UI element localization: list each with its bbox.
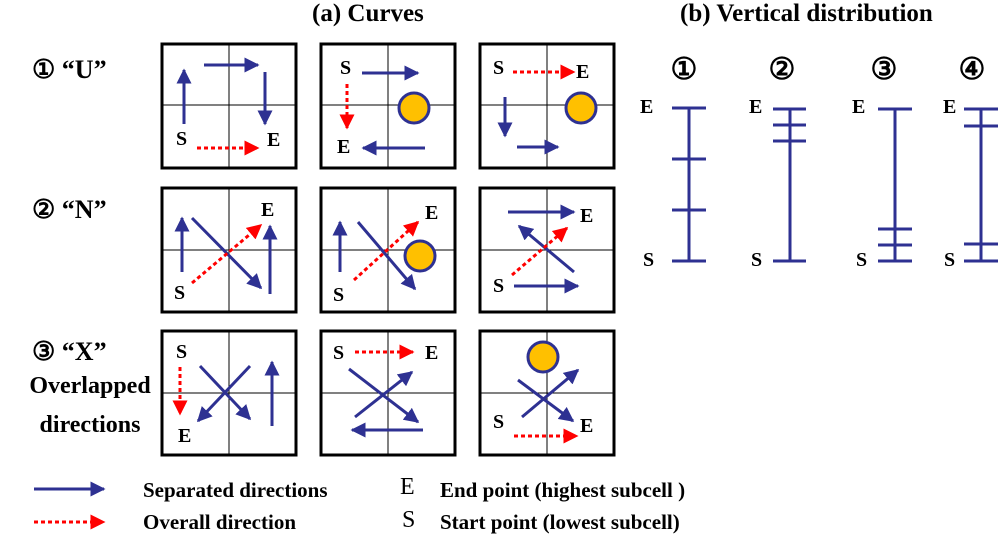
- start-label: S: [944, 249, 955, 271]
- cell-n-2: S E: [319, 186, 457, 314]
- title-curves: (a) Curves: [312, 0, 424, 27]
- legend-overall-label: Overall direction: [143, 510, 296, 534]
- vertical-distribution: ① ② ③ ④ E S E S: [640, 53, 998, 271]
- cell-x-1: S E: [160, 329, 298, 457]
- end-label: E: [261, 199, 274, 221]
- obstacle-icon: [564, 91, 598, 125]
- row-label-u: ① “U”: [32, 55, 107, 84]
- legend-start-letter: S: [402, 507, 416, 533]
- start-label: S: [493, 57, 504, 79]
- end-label: E: [749, 96, 762, 118]
- start-label: S: [176, 341, 187, 363]
- row-label-n: ② “N”: [32, 195, 107, 224]
- row-sublabel-directions: directions: [39, 412, 141, 438]
- start-label: S: [493, 411, 504, 433]
- start-label: S: [333, 342, 344, 364]
- start-label: S: [751, 249, 762, 271]
- start-label: S: [643, 249, 654, 271]
- cell-n-3: S E: [478, 186, 616, 314]
- end-label: E: [267, 129, 280, 151]
- row-label-x: ③ “X”: [32, 337, 107, 366]
- cell-x-3: S E: [478, 329, 616, 457]
- vertical-column-3: E S: [852, 96, 912, 271]
- column-header-4: ④: [959, 53, 986, 86]
- end-label: E: [576, 61, 589, 83]
- end-label: E: [580, 415, 593, 437]
- cell-u-2: S E: [319, 42, 457, 170]
- start-label: S: [340, 57, 351, 79]
- start-label: S: [176, 128, 187, 150]
- title-vertical-distribution: (b) Vertical distribution: [680, 0, 933, 27]
- legend-separated-label: Separated directions: [143, 478, 328, 502]
- start-label: S: [174, 282, 185, 304]
- legend-end-letter: E: [400, 474, 415, 500]
- vertical-column-2: E S: [749, 96, 806, 271]
- legend-start-label: Start point (lowest subcell): [440, 510, 680, 534]
- legend-end-label: End point (highest subcell ): [440, 478, 686, 502]
- row-sublabel-overlapped: Overlapped: [29, 373, 151, 399]
- end-label: E: [943, 96, 956, 118]
- column-header-3: ③: [871, 53, 898, 86]
- start-label: S: [493, 275, 504, 297]
- end-label: E: [580, 205, 593, 227]
- obstacle-icon: [397, 91, 431, 125]
- column-header-2: ②: [769, 53, 796, 86]
- end-label: E: [178, 425, 191, 447]
- cell-n-1: S E: [160, 186, 298, 314]
- start-label: S: [333, 284, 344, 306]
- cell-u-1: S E: [160, 42, 298, 170]
- cell-u-3: S E: [478, 42, 616, 170]
- legend: [34, 481, 106, 530]
- start-label: S: [856, 249, 867, 271]
- end-label: E: [640, 96, 653, 118]
- end-label: E: [425, 342, 438, 364]
- end-label: E: [852, 96, 865, 118]
- obstacle-icon: [526, 340, 560, 374]
- end-label: E: [425, 202, 438, 224]
- end-label: E: [337, 136, 350, 158]
- vertical-column-1: E S: [640, 96, 706, 271]
- vertical-column-4: E S: [943, 96, 998, 271]
- column-header-1: ①: [671, 53, 698, 86]
- cell-x-2: S E: [319, 329, 457, 457]
- obstacle-icon: [403, 239, 437, 273]
